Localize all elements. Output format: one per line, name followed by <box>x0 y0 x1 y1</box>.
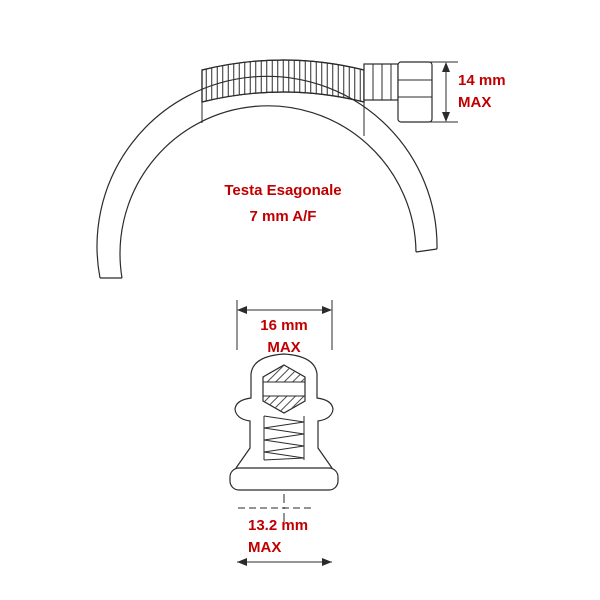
band-dimension-max: MAX <box>248 539 282 556</box>
hex-head <box>262 364 306 414</box>
hex-head-title: Testa Esagonale <box>224 182 342 199</box>
thread-zigzag <box>263 415 305 461</box>
band-width-dimension <box>237 558 332 566</box>
height-dimension-max: MAX <box>458 94 492 111</box>
worm-thread <box>263 415 305 461</box>
hex-head-size: 7 mm A/F <box>249 208 317 225</box>
worm-screw-head <box>397 61 433 123</box>
hex-head-label: Testa Esagonale 7 mm A/F <box>173 178 393 230</box>
arrowhead-left <box>237 558 247 566</box>
arrowhead-up <box>442 62 450 72</box>
width-dimension <box>236 300 333 350</box>
band-dimension-label: 13.2 mm MAX <box>248 515 308 559</box>
width-dimension-label: 16 mm MAX <box>224 315 344 359</box>
serrated-band-outline <box>201 59 365 103</box>
band-dimension-value: 13.2 mm <box>248 517 309 534</box>
height-dimension <box>424 61 458 123</box>
side-view-drawing <box>96 59 438 279</box>
front-view-drawing <box>229 353 339 522</box>
arrowhead-right <box>322 306 332 314</box>
width-dimension-value: 16 mm <box>260 317 308 334</box>
hex-hatch-bottom <box>263 396 305 413</box>
arrowhead-down <box>442 112 450 122</box>
width-dimension-max: MAX <box>267 339 301 356</box>
band-cross-section <box>229 467 339 491</box>
worm-screw-shank <box>363 63 399 101</box>
serrated-band <box>201 59 365 103</box>
band-right-end-cap <box>415 248 438 253</box>
hex-slot-lines <box>263 381 305 397</box>
hex-hatch-top <box>263 365 305 382</box>
arrowhead-right <box>322 558 332 566</box>
height-dimension-value: 14 mm <box>458 72 506 89</box>
arrowhead-left <box>237 306 247 314</box>
height-dimension-label: 14 mm MAX <box>458 70 506 114</box>
band-inner-arc <box>119 105 417 279</box>
